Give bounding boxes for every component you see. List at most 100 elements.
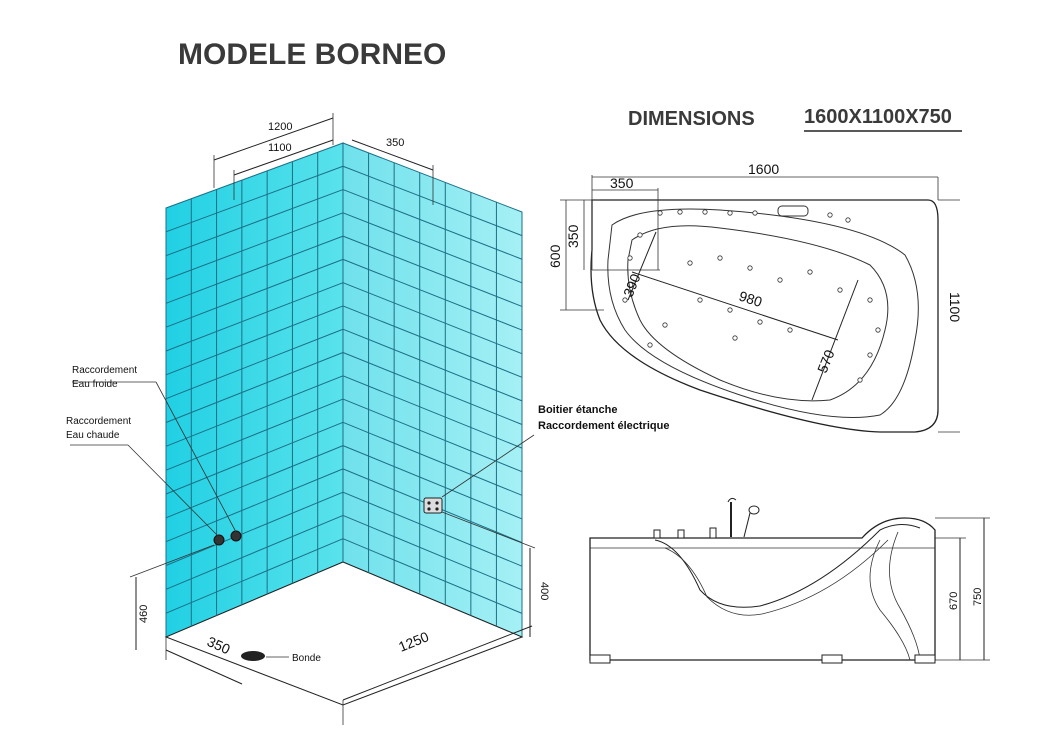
jet-icon [867,297,873,303]
tile-grout-right-horizontal [342,445,523,520]
dim-600: 600 [547,244,563,268]
jet-icon [867,352,873,358]
tile-grout-left-horizontal [165,514,344,590]
jet-icon [697,297,703,303]
tile-grout-left-horizontal [165,282,344,352]
jet-icon [807,269,813,275]
dim-line-350-floor [165,649,243,685]
page-title: MODELE BORNEO [178,38,446,71]
jet-icon [747,265,753,271]
drain-label: Bonde [292,653,321,664]
dim-460: 460 [138,605,150,623]
jet-icon [777,277,783,283]
tub-foot-left [589,654,611,664]
tile-grout-right-horizontal [342,165,523,237]
tile-grout-lines [165,152,523,627]
tile-grout-right-horizontal [342,189,523,260]
jet-icon [677,209,683,215]
bathtub-side-view: 670 750 [589,497,990,664]
tile-grout-left-horizontal [165,258,344,328]
tile-grout-left-horizontal [165,468,344,543]
cold-water-leader [155,381,237,533]
jet-icon [857,377,863,383]
dimensions-label: DIMENSIONS [628,108,755,130]
floor [164,561,524,706]
jet-icon [647,342,653,348]
dim-1100: 1100 [268,142,292,154]
tile-grout-left-horizontal [165,189,344,257]
tile-grout-right-horizontal [342,421,523,496]
bathtub-top-view: 1600 350 350 600 1100 390 980 570 [547,161,963,433]
tile-grout-left-horizontal [165,352,344,423]
shower-head-icon [748,505,760,515]
dim-670: 670 [948,592,960,610]
tile-grout-right-horizontal [342,514,523,591]
cold-water-label-2: Eau froide [72,379,118,390]
tub-foot-right [914,654,936,664]
tile-grout-left-horizontal [165,212,344,280]
tile-grout-left-horizontal [165,491,344,566]
tile-grout-right-horizontal [342,235,523,307]
tile-grout-right-horizontal [342,538,523,614]
pillow-icon [777,205,809,217]
tile-grout-right-horizontal [342,328,523,402]
cold-water-label-1: Raccordement [72,365,137,376]
dim-980: 980 [737,288,764,311]
tile-grout-left-horizontal [165,328,344,400]
tub-inner-curve [654,524,921,608]
dim-1100: 1100 [947,292,963,322]
jet-icon [787,327,793,333]
dim-750: 750 [972,588,984,606]
tile-grout-right-horizontal [342,375,523,449]
tile-grout-right-horizontal [342,212,523,284]
jet-icon [702,209,708,215]
jet-icon [622,297,628,303]
electrical-box-label-1: Boitier étanche [538,404,617,416]
tile-grout-right-horizontal [342,282,523,355]
tile-grout-left-horizontal [165,235,344,304]
tile-grout-right-horizontal [342,352,523,425]
dim-line-570 [811,279,859,401]
left-tiled-wall [165,142,344,638]
hot-water-label-1: Raccordement [66,416,131,427]
tile-grout-left-horizontal [165,305,344,376]
hot-water-label-2: Eau chaude [66,430,120,441]
dim-line-1200 [213,117,334,161]
dim-line-980 [631,271,839,341]
dimensions-value: 1600X1100X750 [804,106,952,128]
jet-icon [732,335,738,341]
jet-icon [845,217,851,223]
tile-grout-left-horizontal [165,398,344,471]
jet-icon [752,210,758,216]
tub-foot-middle [821,654,843,664]
hot-water-leader [127,444,220,538]
tile-grout-left-horizontal [165,165,344,233]
jet-icon [662,322,668,328]
dim-line-350-top [351,139,434,171]
tile-grout-left-horizontal [165,375,344,447]
cold-water-fitting-icon [230,530,242,542]
dim-1200: 1200 [268,121,292,133]
room-corner-view: Bonde Raccordement Eau froide Raccordeme… [66,113,669,725]
jet-icon [657,210,663,216]
jet-icon [727,307,733,313]
jet-icon [717,255,723,261]
tile-grout-right-horizontal [342,491,523,567]
electrical-box-label-2: Raccordement électrique [538,420,669,432]
dim-line-1250 [342,625,533,701]
tile-grout-left-horizontal [165,421,344,495]
jet-icon [627,255,633,261]
drain-icon [241,651,265,661]
jet-icon [727,210,733,216]
dim-350-v: 350 [565,224,581,248]
tile-grout-right-horizontal [342,258,523,331]
dim-1600: 1600 [748,161,779,177]
tile-grout-left-horizontal [165,538,344,614]
jet-icon [875,327,881,333]
jet-icon [757,319,763,325]
tub-side-body [589,517,936,661]
jets [622,209,881,383]
dim-line-390 [627,231,657,301]
jet-icon [687,260,693,266]
